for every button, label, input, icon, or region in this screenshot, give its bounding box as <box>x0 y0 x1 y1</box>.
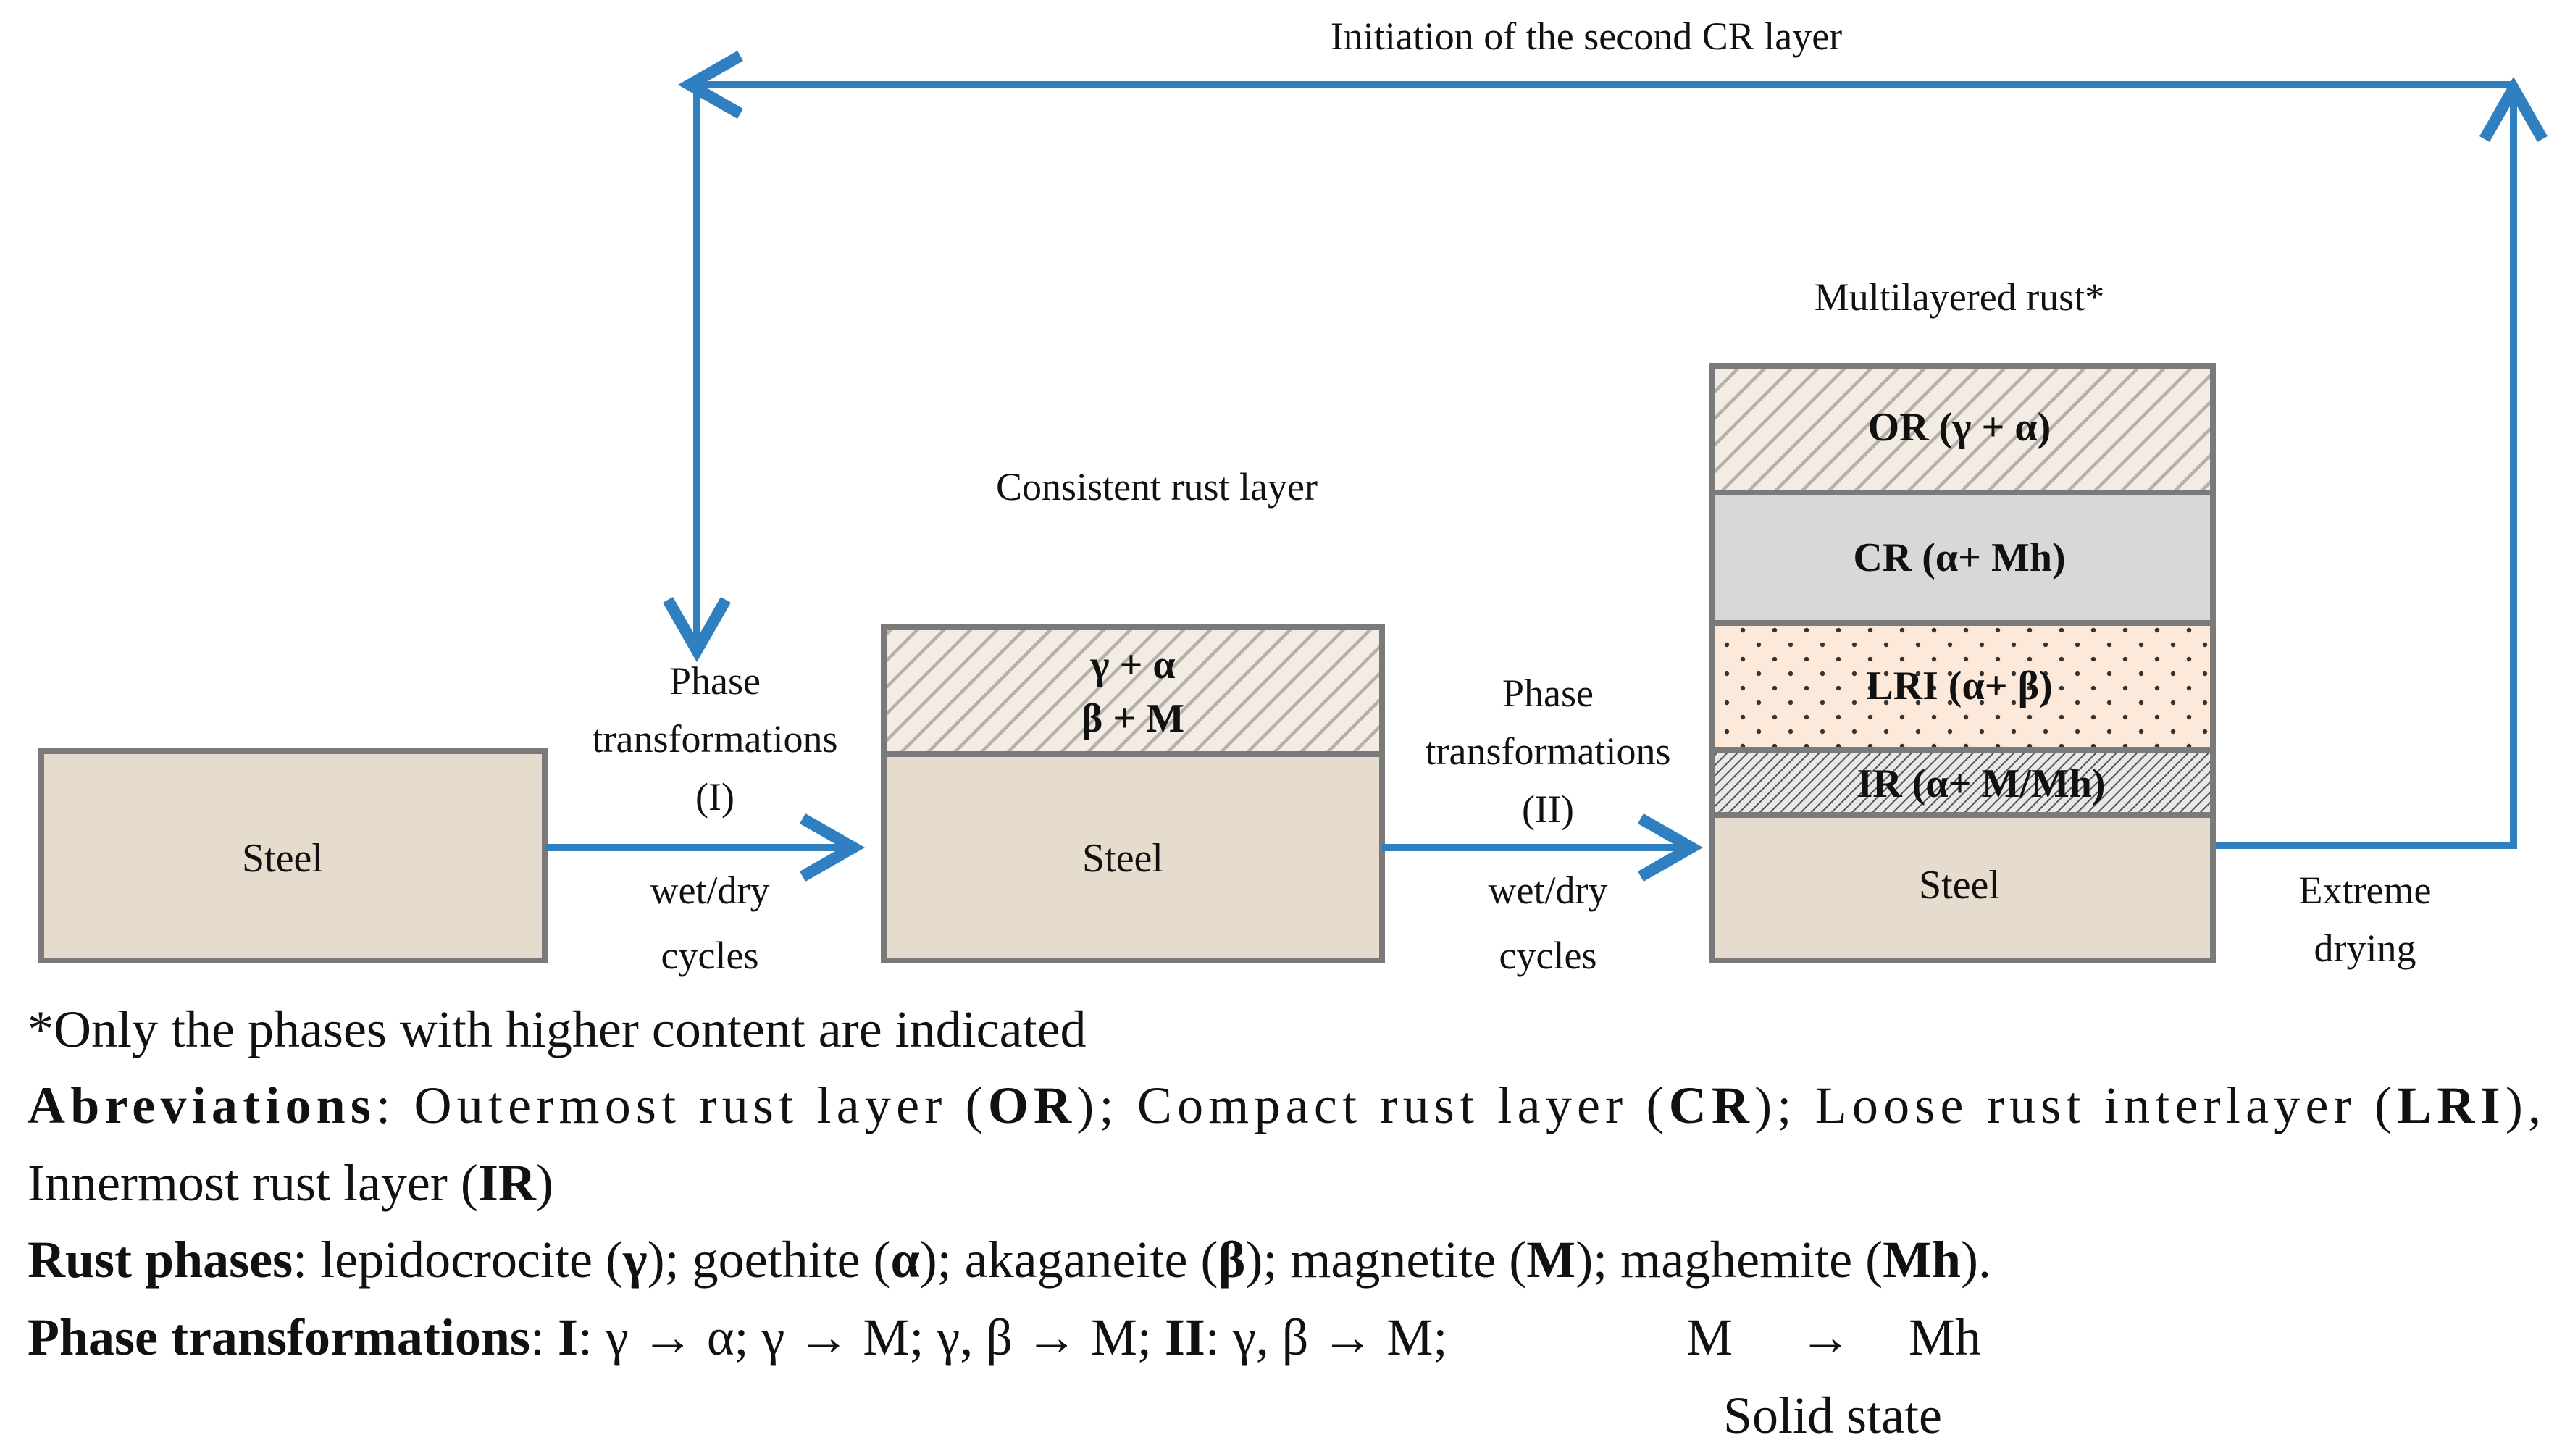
stage2-rust-line1: γ + α <box>1089 643 1175 687</box>
footnotes: *Only the phases with higher content are… <box>28 1000 2541 1444</box>
stage3-ir-label: IR (α+ M/Mh) <box>1857 761 2105 806</box>
transition1-line2: transformations <box>593 717 838 761</box>
transition1: Phase transformations (I) wet/dry cycles <box>545 659 866 977</box>
stage3-steel-label: Steel <box>1919 863 2000 908</box>
solid-state-label: Solid state <box>1723 1386 1942 1444</box>
transformation-mh: Mh <box>1909 1308 1981 1366</box>
transition1-line1: Phase <box>669 659 761 703</box>
stage2-title: Consistent rust layer <box>996 465 1318 509</box>
transformation-arrow: → <box>1799 1308 1851 1366</box>
transition2-below1: wet/dry <box>1489 869 1608 912</box>
stage2-steel-layer <box>881 751 1385 963</box>
top-label: Initiation of the second CR layer <box>1331 14 1842 58</box>
transition2-line2: transformations <box>1426 729 1671 773</box>
stage3-ir-layer <box>1709 747 2216 818</box>
stage3-cr-layer <box>1709 490 2216 626</box>
transition2-below2: cycles <box>1499 934 1597 977</box>
abbreviations-line2: Innermost rust layer (IR) <box>28 1154 553 1212</box>
transformation-m: M <box>1686 1308 1733 1366</box>
stage3-or-label: OR (γ + α) <box>1868 405 2051 450</box>
transition3: Extreme drying <box>2299 869 2432 970</box>
transition3-line1: Extreme <box>2299 869 2432 912</box>
transition2-line3: (II) <box>1522 787 1574 831</box>
stage3-lri-label: LRI (α+ β) <box>1866 664 2053 708</box>
transition1-below1: wet/dry <box>650 869 770 912</box>
stage3-or-layer <box>1709 363 2216 495</box>
transition1-line3: (I) <box>695 775 734 819</box>
stage3-cr-label: CR (α+ Mh) <box>1853 535 2065 580</box>
feedback-loop-arrow <box>663 51 2548 849</box>
stage2-rust-line2: β + M <box>1081 696 1184 741</box>
stage2: Consistent rust layer γ + α β + M Steel <box>881 465 1385 963</box>
transition2: Phase transformations (II) wet/dry cycle… <box>1382 671 1704 977</box>
abbreviations-line1: Abreviations: Outermost rust layer (OR);… <box>28 1076 2541 1134</box>
rust-phases-line: Rust phases: lepidocrocite (γ); goethite… <box>28 1231 1991 1289</box>
stage1-steel-label: Steel <box>242 836 323 881</box>
stage3: Multilayered rust* OR (γ + α) CR (α+ Mh)… <box>1709 275 2216 963</box>
stage3-lri-layer <box>1709 620 2216 753</box>
transition1-below2: cycles <box>661 934 759 977</box>
stage3-title: Multilayered rust* <box>1815 275 2104 319</box>
stage2-steel-label: Steel <box>1082 836 1163 881</box>
stage1-steel-box: Steel <box>38 748 548 963</box>
stage3-steel-layer <box>1709 812 2216 963</box>
transition2-line1: Phase <box>1502 671 1594 715</box>
phase-transformations-line: Phase transformations: I: γ → α; γ → M; … <box>28 1308 1447 1366</box>
footnote-note: *Only the phases with higher content are… <box>28 1000 1087 1058</box>
transition3-line2: drying <box>2314 926 2416 970</box>
